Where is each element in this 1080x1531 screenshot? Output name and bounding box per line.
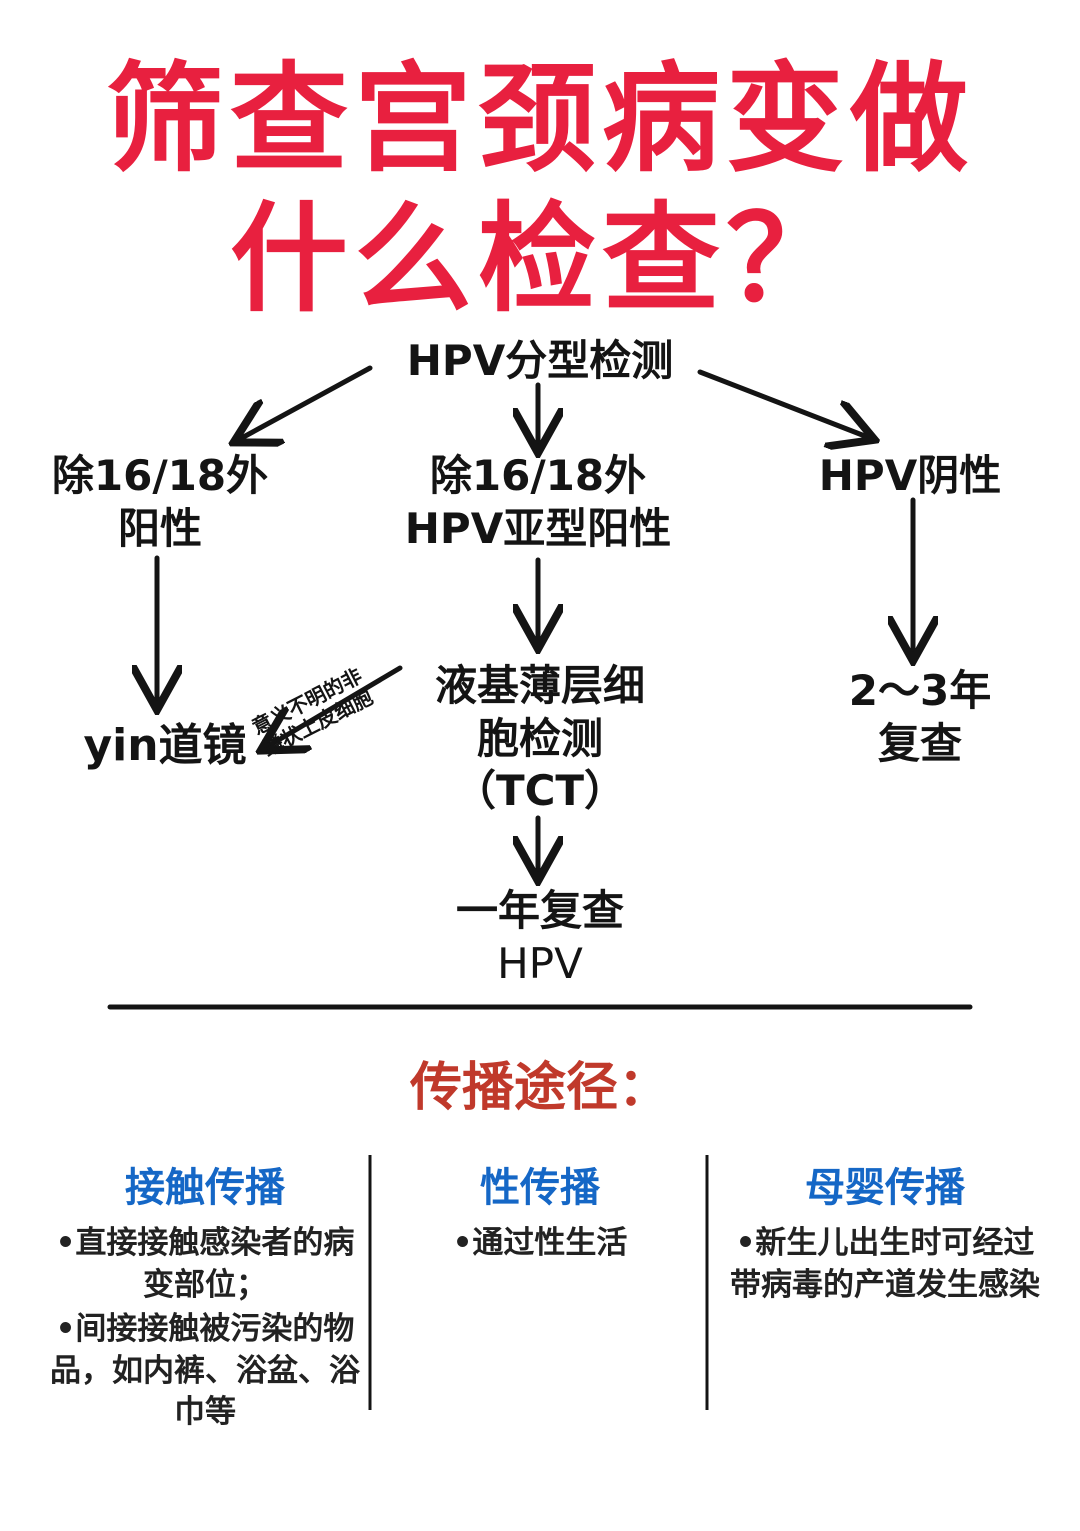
mother-infant-item-1: •新生儿出生时可经过带病毒的产道发生感染 bbox=[730, 1225, 1040, 1303]
column-title-contact: 接触传播 bbox=[125, 1165, 285, 1211]
node-tct-line1: 液基薄层细 bbox=[434, 661, 645, 710]
node-tct: 液基薄层细 胞检测 （TCT） bbox=[390, 660, 690, 818]
node-left-line2: 阳性 bbox=[117, 503, 202, 553]
page-title-line-1: 筛查宫颈病变做 bbox=[105, 50, 974, 188]
column-body-sexual: •通过性生活 bbox=[385, 1223, 695, 1265]
column-body-mother-infant: •新生儿出生时可经过带病毒的产道发生感染 bbox=[725, 1223, 1045, 1307]
column-title-sexual: 性传播 bbox=[480, 1165, 600, 1211]
contact-item-1: •直接接触感染者的病变部位； bbox=[55, 1225, 355, 1303]
column-title-mother-infant: 母婴传播 bbox=[805, 1165, 965, 1211]
node-final-line1: 一年复查 bbox=[455, 886, 624, 935]
page-title-line-2: 什么检查？ bbox=[229, 190, 850, 328]
node-left-line1: 除16/18外 bbox=[51, 451, 269, 500]
arrow-root-right bbox=[697, 369, 870, 438]
transmission-column-sexual: 性传播 •通过性生活 bbox=[385, 1155, 695, 1267]
transmission-column-mother-infant: 母婴传播 •新生儿出生时可经过带病毒的产道发生感染 bbox=[725, 1155, 1045, 1309]
transmission-column-contact: 接触传播 •直接接触感染者的病变部位； •间接接触被污染的物品，如内裤、浴盆、浴… bbox=[50, 1155, 360, 1436]
arrow-note-to-yin bbox=[265, 665, 403, 748]
node-left-positive: 除16/18外 阳性 bbox=[30, 450, 290, 555]
transmission-heading: 传播途径： bbox=[409, 1058, 670, 1118]
node-hpv-typing: HPV分型检测 bbox=[406, 336, 674, 385]
node-recheck-line2: 复查 bbox=[877, 718, 962, 768]
node-tct-line3: （TCT） bbox=[453, 766, 627, 815]
column-body-contact: •直接接触感染者的病变部位； •间接接触被污染的物品，如内裤、浴盆、浴巾等 bbox=[50, 1223, 360, 1434]
node-tct-line2: 胞检测 bbox=[476, 713, 603, 763]
contact-item-2: •间接接触被污染的物品，如内裤、浴盆、浴巾等 bbox=[50, 1310, 360, 1431]
arrow-root-left bbox=[238, 365, 373, 440]
node-recheck-2-3-years: 2～3年 复查 bbox=[810, 665, 1030, 770]
node-middle-line1: 除16/18外 bbox=[429, 451, 647, 500]
node-one-year-recheck: 一年复查 HPV bbox=[390, 885, 690, 990]
node-hpv-negative: HPV阴性 bbox=[818, 451, 1002, 500]
node-final-line2: HPV bbox=[497, 938, 583, 988]
node-middle-positive: 除16/18外 HPV亚型阳性 bbox=[378, 450, 698, 555]
node-colposcopy: yin道镜 bbox=[83, 720, 247, 771]
node-recheck-line1: 2～3年 bbox=[848, 666, 992, 715]
node-middle-line2: HPV亚型阳性 bbox=[404, 503, 672, 553]
sexual-item-1: •通过性生活 bbox=[452, 1225, 628, 1261]
